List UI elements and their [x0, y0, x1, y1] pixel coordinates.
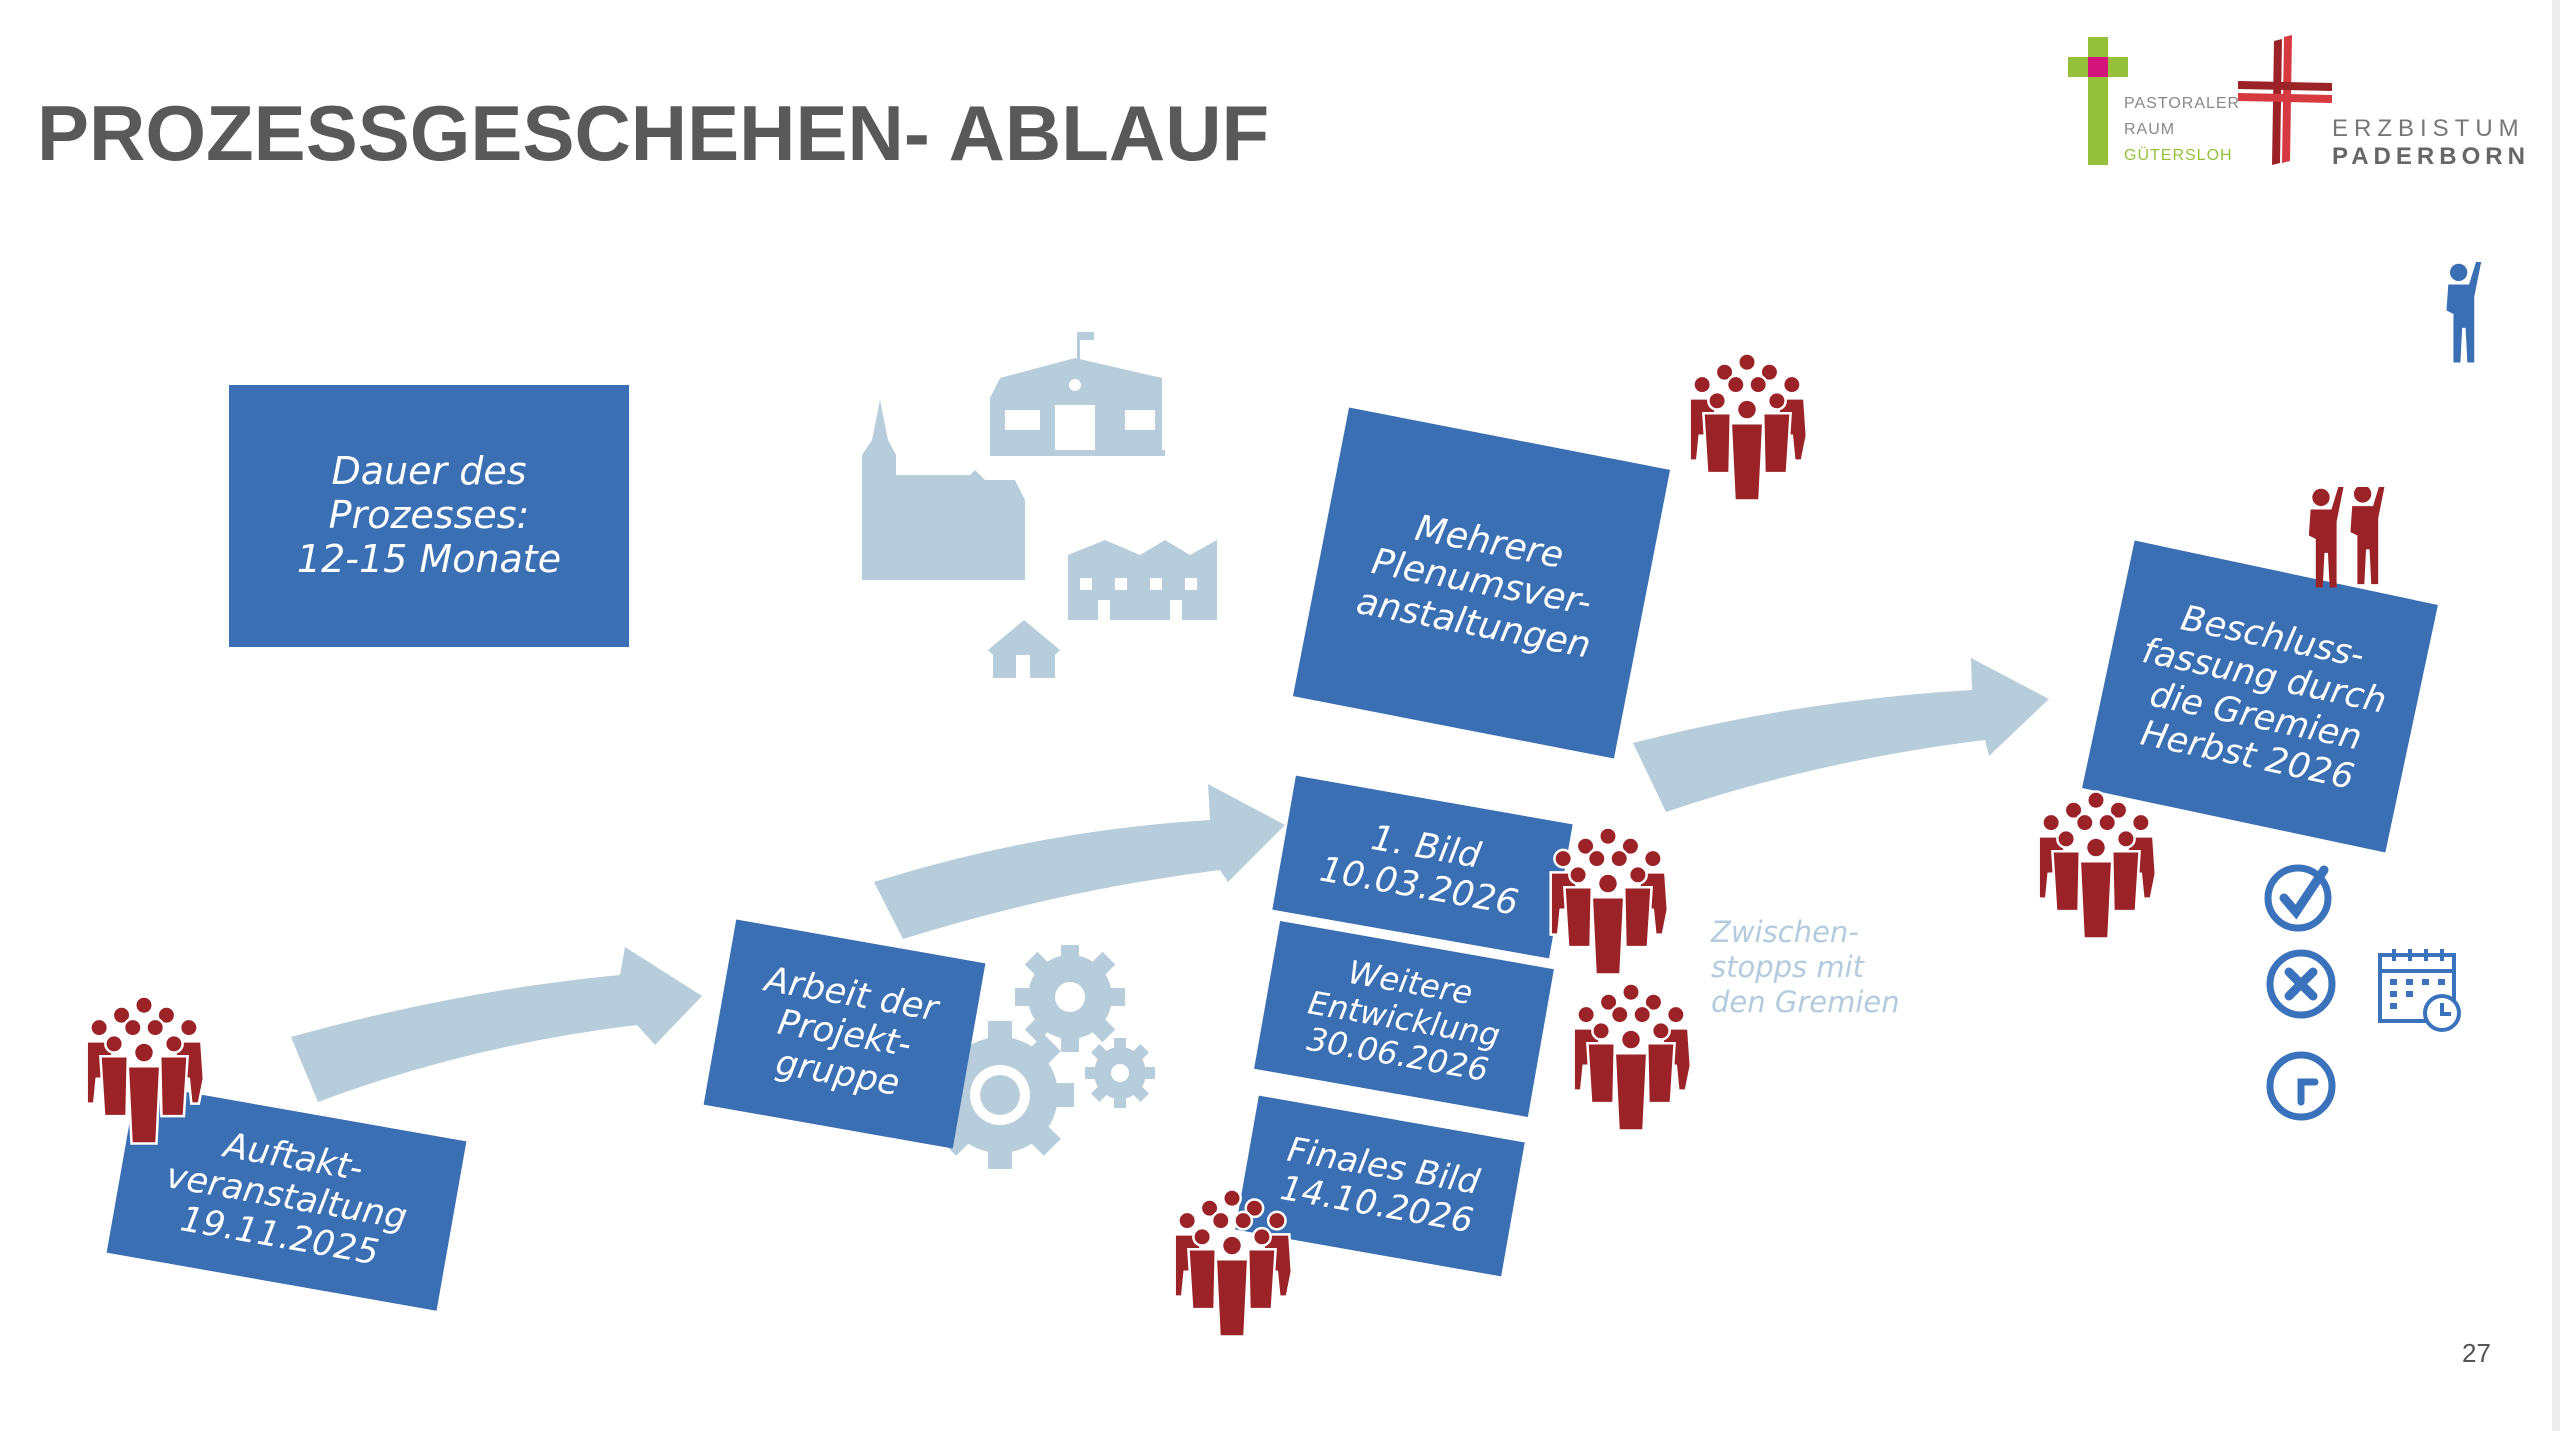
- house-icon: [988, 620, 1060, 678]
- school-icon: [990, 332, 1165, 456]
- duration-box: Dauer des Prozesses: 12-15 Monate: [229, 385, 629, 647]
- project-group-text: Arbeit der Projekt- gruppe: [761, 959, 942, 1105]
- arrow-3: [1633, 658, 2049, 812]
- erzbistum-cross-logo: [2238, 35, 2332, 165]
- crowd-icon: [1173, 1188, 1294, 1338]
- church-icon: [862, 400, 1025, 580]
- crowd-icon: [85, 995, 206, 1145]
- further-development-text: Weitere Entwicklung 30.06.2026: [1304, 952, 1503, 1090]
- crowd-icon: [1688, 352, 1809, 502]
- logo-text: RAUM: [2124, 121, 2176, 138]
- pastoral-cross-logo: [2068, 37, 2128, 165]
- arrow-1: [291, 947, 702, 1102]
- crowd-icon: [2037, 790, 2158, 940]
- logo-text: GÜTERSLOH: [2124, 147, 2233, 164]
- slide-edge: [2552, 0, 2560, 1431]
- crowd-icon: [1572, 982, 1693, 1132]
- person-waving-icon: [2308, 487, 2386, 588]
- plenary-box: Mehrere Plenumsver- anstaltungen: [1292, 407, 1671, 759]
- decision-text: Beschluss- fassung durch die Gremien Her…: [2137, 598, 2390, 798]
- duration-text: Dauer des Prozesses: 12-15 Monate: [296, 449, 562, 581]
- plenary-text: Mehrere Plenumsver- anstaltungen: [1353, 507, 1595, 667]
- crowd-icon: [1549, 826, 1670, 976]
- arrow-2: [874, 784, 1285, 939]
- check-circle-icon: [2264, 864, 2332, 932]
- logo-area: PASTORALER RAUM GÜTERSLOH ERZBISTUM PADE…: [2066, 33, 2526, 173]
- logo-text: ERZBISTUM: [2332, 115, 2525, 142]
- gears-icon: [926, 945, 1155, 1169]
- first-image-text: 1. Bild 10.03.2026: [1316, 817, 1522, 924]
- logo-text: PASTORALER: [2124, 95, 2241, 112]
- logo-text: PADERBORN: [2332, 143, 2530, 170]
- calendar-clock-icon: [2378, 949, 2461, 1032]
- slide-title: PROZESSGESCHEHEN- ABLAUF: [37, 89, 1270, 177]
- houses-icon: [1068, 540, 1217, 620]
- page-number: 27: [2462, 1338, 2491, 1368]
- x-circle-icon: [2266, 949, 2336, 1019]
- intermediate-stops-note: Zwischen- stopps mit den Gremien: [1711, 915, 1900, 1019]
- clock-circle-icon: [2266, 1051, 2336, 1121]
